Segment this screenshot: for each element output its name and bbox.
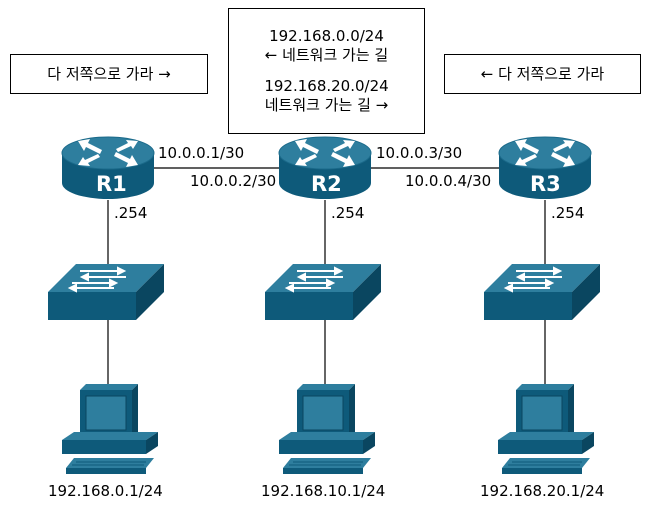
note-right-text: ← 다 저쪽으로 가라 [480, 64, 605, 83]
note-center-line2: ← 네트워크 가는 길 [264, 46, 389, 64]
note-center-line1: 192.168.0.0/24 [269, 27, 384, 45]
host-label-2: 192.168.10.1/24 [261, 482, 386, 500]
gateway-label-r3: .254 [551, 204, 585, 222]
link-label-10-0-0-3: 10.0.0.3/30 [376, 144, 463, 162]
link-label-10-0-0-1: 10.0.0.1/30 [158, 144, 245, 162]
gateway-label-r2: .254 [331, 204, 365, 222]
note-left-text: 다 저쪽으로 가라 → [47, 64, 171, 83]
pc-3-icon [497, 383, 595, 475]
host-label-3: 192.168.20.1/24 [480, 482, 605, 500]
note-center: 192.168.0.0/24 ← 네트워크 가는 길 192.168.20.0/… [228, 8, 425, 134]
gateway-label-r1: .254 [114, 204, 148, 222]
pc-2-icon [278, 383, 376, 475]
note-center-line3: 192.168.20.0/24 [264, 77, 389, 95]
host-label-1: 192.168.0.1/24 [48, 482, 163, 500]
link-label-10-0-0-2: 10.0.0.2/30 [190, 172, 277, 190]
link-label-10-0-0-4: 10.0.0.4/30 [405, 172, 492, 190]
router-r1-label: R1 [96, 172, 127, 196]
note-right: ← 다 저쪽으로 가라 [444, 54, 641, 94]
router-r3-label: R3 [530, 172, 561, 196]
note-center-line4: 네트워크 가는 길 → [264, 96, 389, 114]
pc-1-icon [61, 383, 159, 475]
router-r2-label: R2 [311, 172, 342, 196]
note-left: 다 저쪽으로 가라 → [10, 54, 208, 94]
